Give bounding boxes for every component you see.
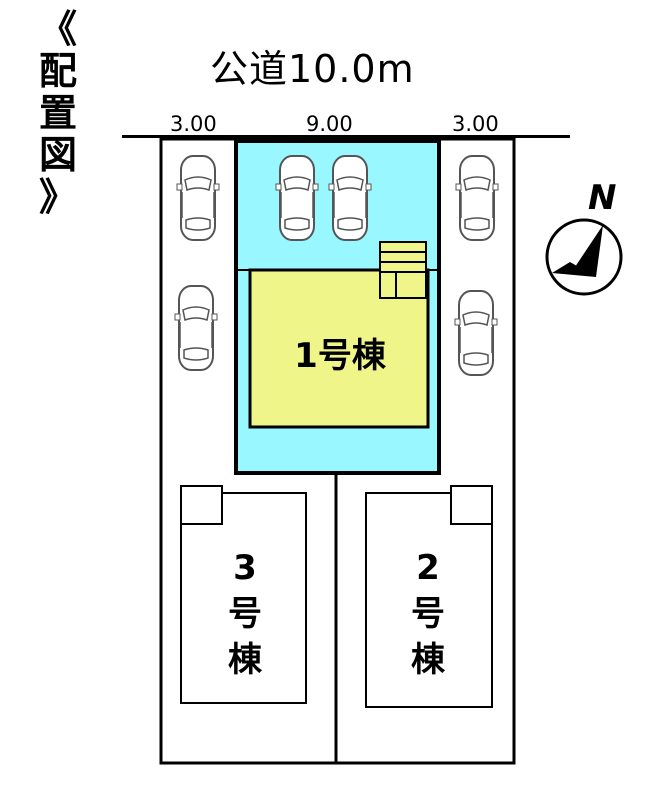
lot2-entry [450, 485, 493, 525]
car-icon [454, 290, 498, 376]
lot3-label-char: 3 [233, 548, 257, 588]
lot3-label-char: 棟 [228, 640, 262, 680]
car-icon [328, 155, 372, 241]
car-icon [275, 155, 319, 241]
title-char: 図 [38, 133, 77, 177]
dimension-center: 9.00 [306, 112, 353, 136]
lot1-label: 1号棟 [294, 336, 386, 376]
lot2-label-char: 棟 [411, 640, 445, 680]
lot3-label-char: 号 [228, 594, 262, 634]
title-char: 《 [38, 7, 77, 51]
lot2-label-char: 号 [411, 594, 445, 634]
lot3-entry [180, 485, 223, 525]
road-line [122, 135, 570, 138]
car-icon [176, 155, 220, 241]
title-char: 》 [38, 175, 77, 219]
lot2-label-char: 2 [416, 548, 440, 588]
dimension-right: 3.00 [452, 112, 499, 136]
road-label: 公道10.0m [210, 47, 415, 91]
compass-north-label: N [588, 178, 617, 218]
dimension-left: 3.00 [170, 112, 217, 136]
diagram-title: 《 配 置 図 》 [28, 8, 88, 218]
lot3-label: 3 号 棟 [215, 545, 275, 683]
car-icon [455, 155, 499, 241]
lot2-house [365, 492, 493, 708]
car-icon [174, 285, 218, 371]
lot3-house [180, 492, 307, 704]
title-char: 配 [38, 49, 77, 93]
title-char: 置 [38, 91, 77, 135]
compass-icon [545, 218, 623, 296]
stairs-icon [379, 241, 427, 299]
lot2-label: 2 号 棟 [398, 545, 458, 683]
